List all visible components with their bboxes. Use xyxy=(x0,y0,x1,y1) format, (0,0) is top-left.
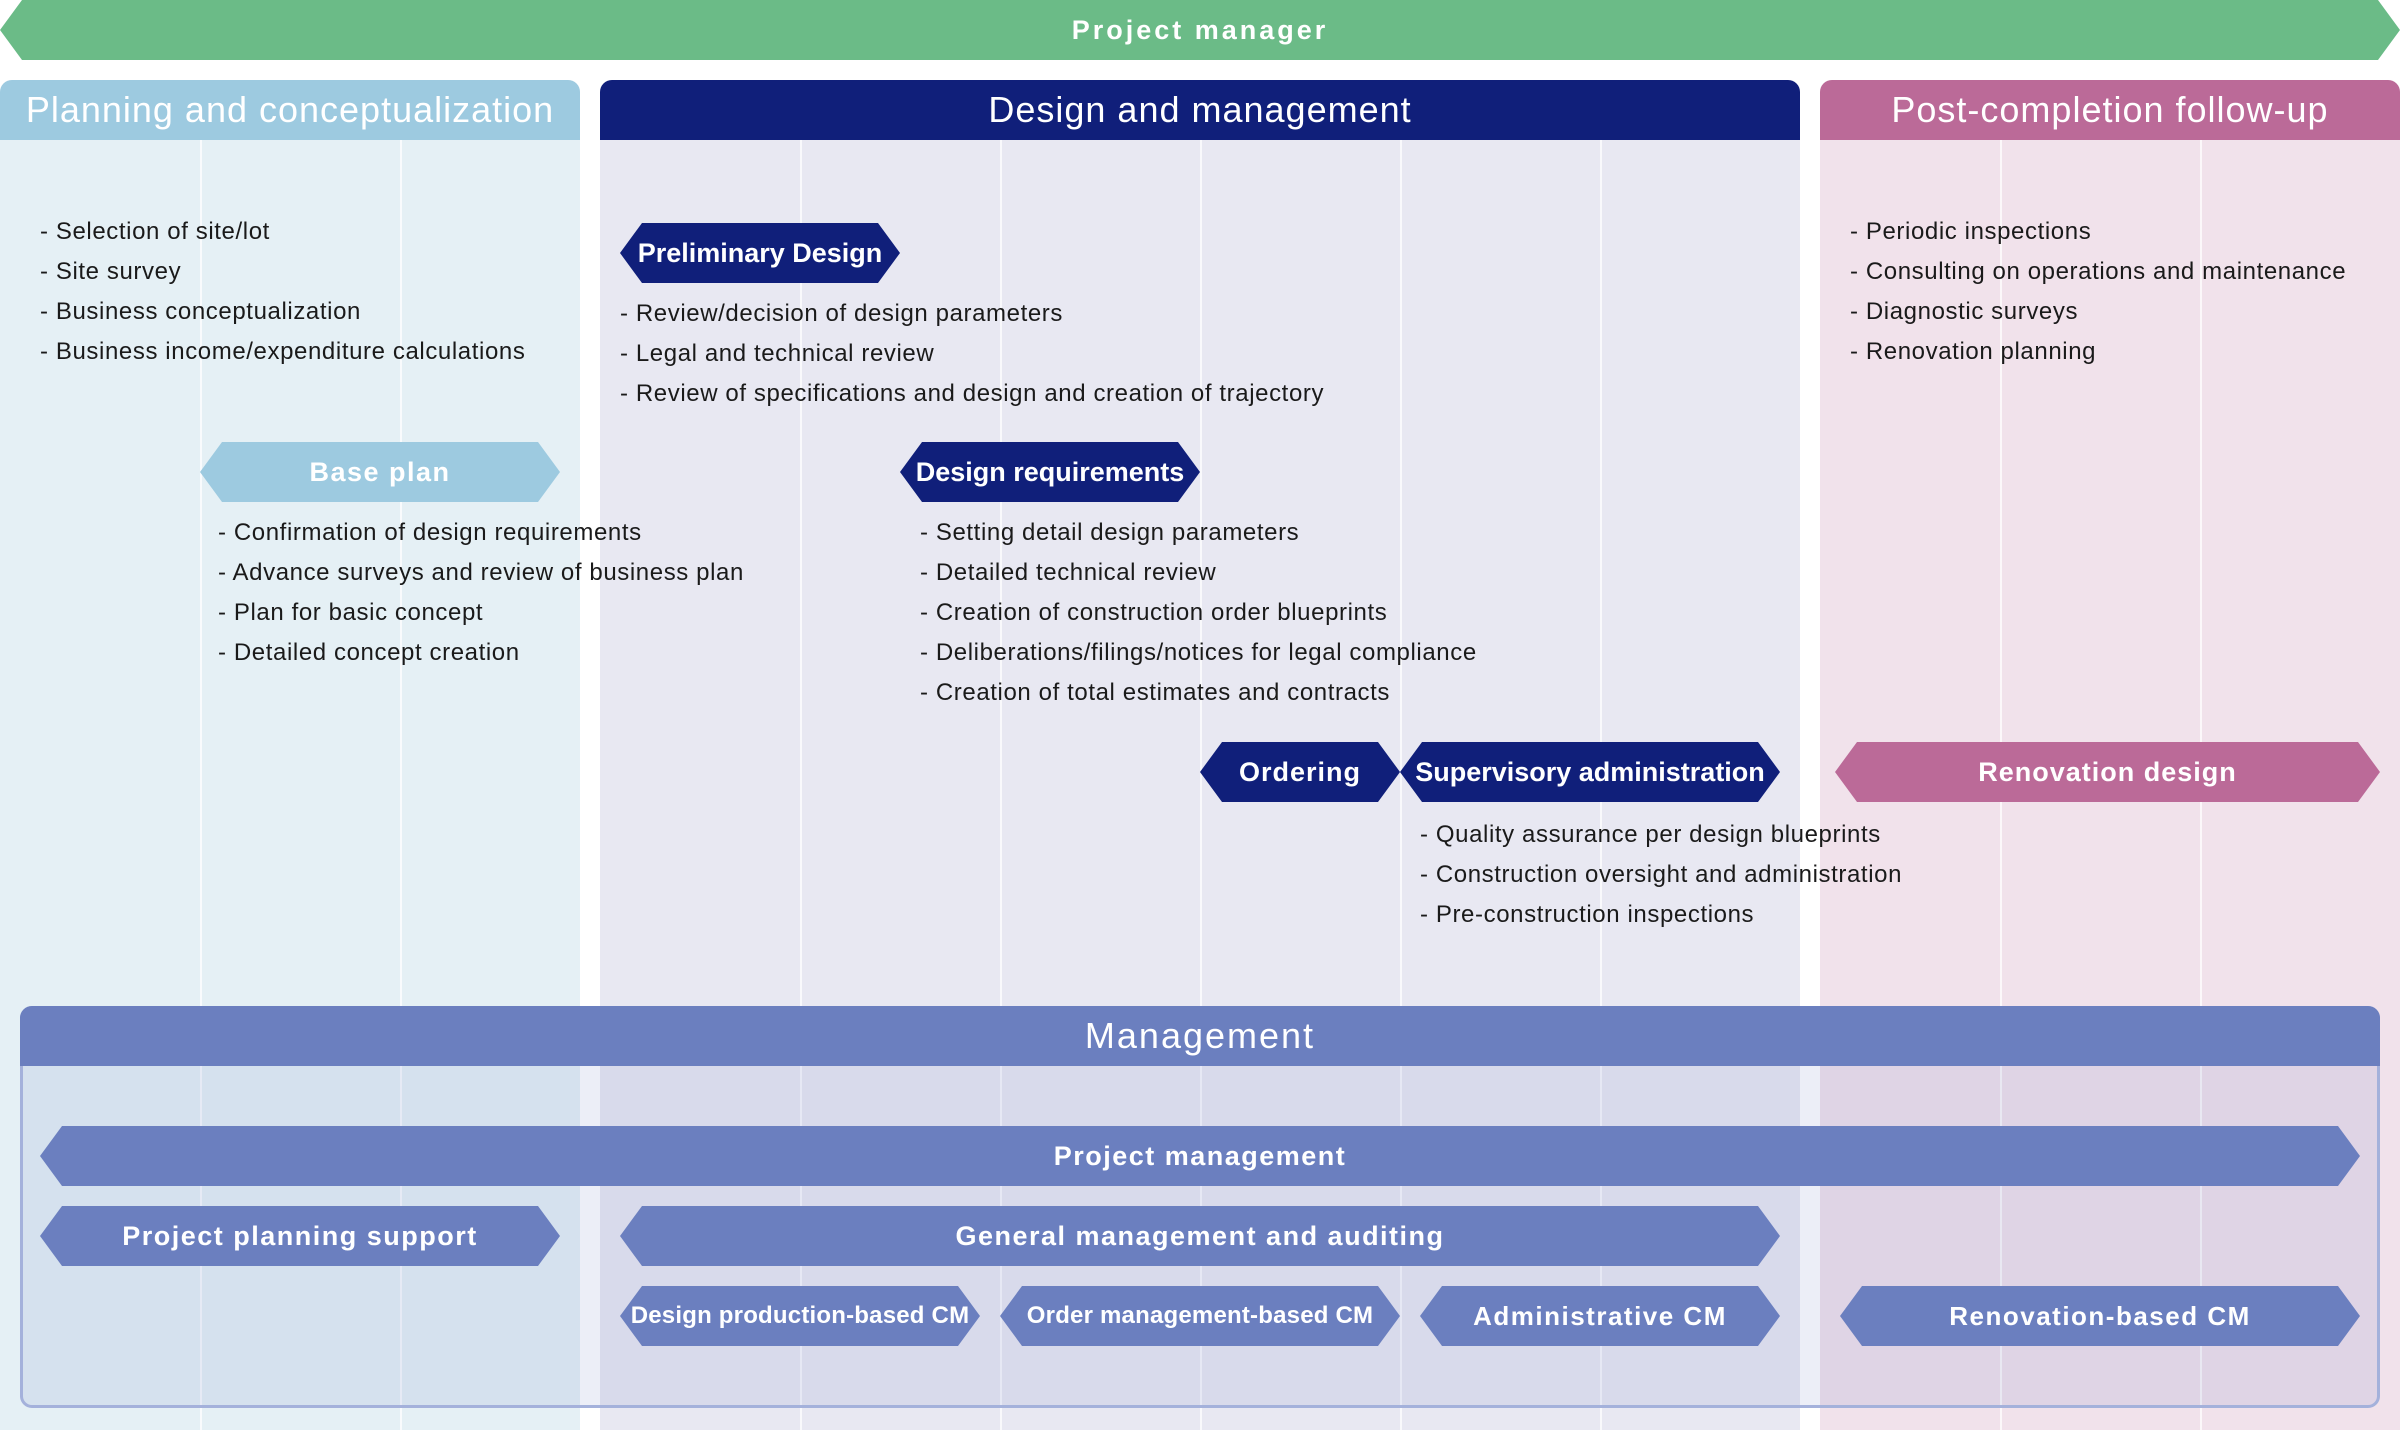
list-item: - Business income/expenditure calculatio… xyxy=(40,338,526,365)
administrative-cm-label: Administrative CM xyxy=(1473,1300,1727,1331)
project-management-bar: Project management xyxy=(40,1126,2360,1186)
renovation-cm-label: Renovation-based CM xyxy=(1949,1300,2251,1331)
post-title: Post-completion follow-up xyxy=(1891,89,2329,130)
grid-line xyxy=(1200,140,1202,1430)
list-item: - Review/decision of design parameters xyxy=(620,300,1063,327)
renovation-design-badge: Renovation design xyxy=(1835,742,2380,802)
list-item: - Deliberations/filings/notices for lega… xyxy=(920,639,1477,666)
design-header: Design and management xyxy=(600,80,1800,140)
list-item: - Advance surveys and review of business… xyxy=(218,559,744,586)
administrative-cm-badge: Administrative CM xyxy=(1420,1286,1780,1346)
design-requirements-items: - Setting detail design parameters - Det… xyxy=(920,513,1477,713)
renovation-design-label: Renovation design xyxy=(1978,756,2237,787)
project-manager-banner: Project manager xyxy=(0,0,2400,60)
ordering-label: Ordering xyxy=(1238,756,1361,787)
ordering-badge: Ordering xyxy=(1200,742,1400,802)
list-item: - Business conceptualization xyxy=(40,298,361,325)
general-management-badge: General management and auditing xyxy=(620,1206,1780,1266)
project-manager-label: Project manager xyxy=(1071,14,1329,45)
management-title: Management xyxy=(1084,1015,1316,1056)
management-header: Management xyxy=(20,1006,2380,1066)
supervisory-administration-items: - Quality assurance per design blueprint… xyxy=(1420,815,1902,935)
planning-items: - Selection of site/lot - Site survey - … xyxy=(40,212,525,372)
design-production-cm-badge: Design production-based CM xyxy=(620,1286,980,1346)
list-item: - Diagnostic surveys xyxy=(1850,298,2079,325)
list-item: - Confirmation of design requirements xyxy=(218,519,642,546)
planning-title: Planning and conceptualization xyxy=(25,89,555,130)
project-management-label: Project management xyxy=(1053,1140,1347,1171)
planning-header: Planning and conceptualization xyxy=(0,80,580,140)
grid-line xyxy=(800,140,802,1430)
design-requirements-label: Design requirements xyxy=(915,456,1185,487)
list-item: - Selection of site/lot xyxy=(40,218,270,245)
list-item: - Site survey xyxy=(40,258,182,285)
base-plan-items: - Confirmation of design requirements - … xyxy=(218,513,744,673)
list-item: - Periodic inspections xyxy=(1850,218,2092,245)
preliminary-design-items: - Review/decision of design parameters -… xyxy=(620,294,1324,414)
order-management-cm-badge: Order management-based CM xyxy=(1000,1286,1400,1346)
preliminary-design-label: Preliminary Design xyxy=(637,237,883,268)
base-plan-badge: Base plan xyxy=(200,442,560,502)
list-item: - Review of specifications and design an… xyxy=(620,380,1325,407)
list-item: - Detailed technical review xyxy=(920,559,1217,586)
list-item: - Pre-construction inspections xyxy=(1420,901,1755,928)
design-production-cm-label: Design production-based CM xyxy=(630,1302,970,1329)
renovation-cm-badge: Renovation-based CM xyxy=(1840,1286,2360,1346)
design-title: Design and management xyxy=(988,89,1412,130)
list-item: - Detailed concept creation xyxy=(218,639,520,666)
general-management-label: General management and auditing xyxy=(955,1220,1445,1251)
design-requirements-badge: Design requirements xyxy=(900,442,1200,502)
preliminary-design-badge: Preliminary Design xyxy=(620,223,900,283)
base-plan-label: Base plan xyxy=(309,456,451,487)
grid-line xyxy=(1000,140,1002,1430)
list-item: - Legal and technical review xyxy=(620,340,935,367)
list-item: - Creation of construction order bluepri… xyxy=(920,599,1388,626)
project-planning-support-label: Project planning support xyxy=(122,1220,478,1251)
list-item: - Consulting on operations and maintenan… xyxy=(1850,258,2347,285)
post-items: - Periodic inspections - Consulting on o… xyxy=(1850,212,2346,372)
supervisory-administration-badge: Supervisory administration xyxy=(1400,742,1780,802)
list-item: - Renovation planning xyxy=(1850,338,2097,365)
grid-line xyxy=(400,140,402,1430)
list-item: - Setting detail design parameters xyxy=(920,519,1300,546)
grid-line xyxy=(1400,140,1402,1430)
supervisory-administration-label: Supervisory administration xyxy=(1415,756,1765,787)
list-item: - Construction oversight and administrat… xyxy=(1420,861,1903,888)
grid-line xyxy=(200,140,202,1430)
list-item: - Creation of total estimates and contra… xyxy=(920,679,1391,706)
project-planning-support-badge: Project planning support xyxy=(40,1206,560,1266)
order-management-cm-label: Order management-based CM xyxy=(1026,1302,1374,1329)
list-item: - Quality assurance per design blueprint… xyxy=(1420,821,1881,848)
post-header: Post-completion follow-up xyxy=(1820,80,2400,140)
planning-column xyxy=(0,80,580,1430)
list-item: - Plan for basic concept xyxy=(218,599,484,626)
